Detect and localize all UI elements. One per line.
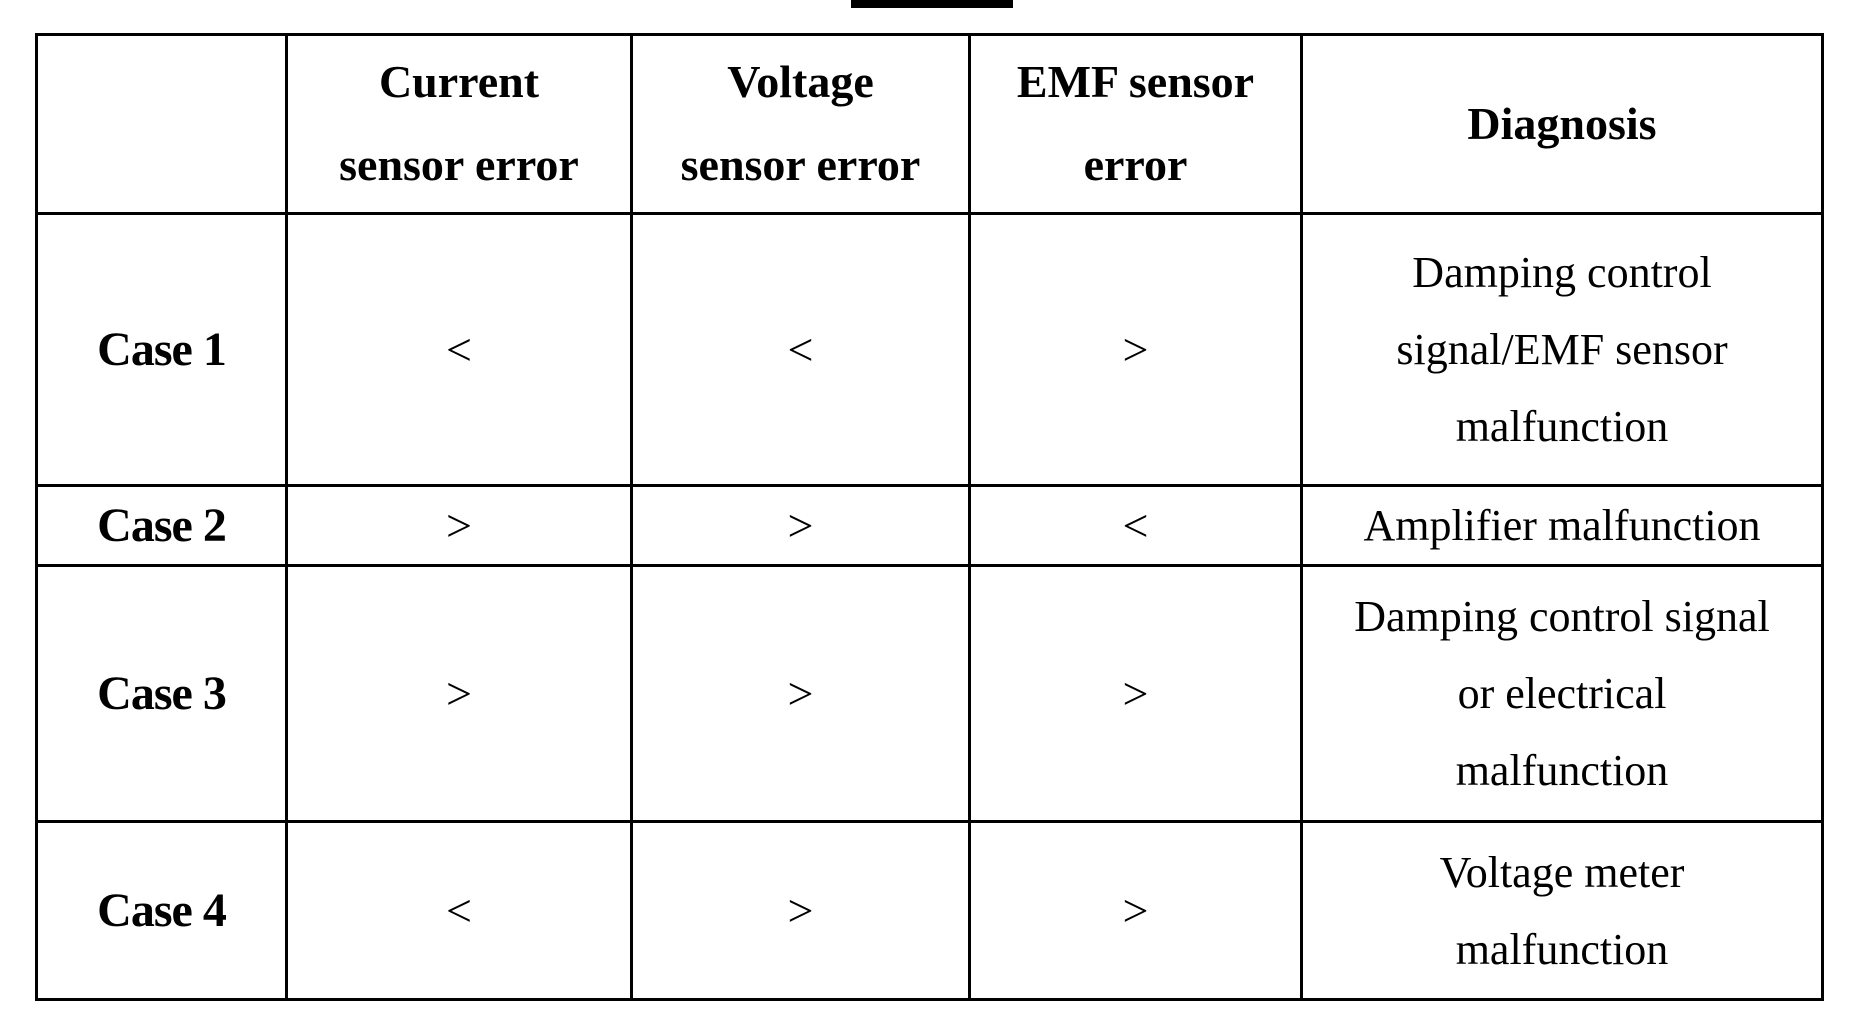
table-row-case-3: Case 3 > > > Damping control signal or e… [35, 564, 1824, 823]
relation-symbol: < [446, 324, 472, 375]
header-line: error [1083, 139, 1188, 190]
title-underline-bar [851, 0, 1013, 8]
header-line: sensor error [339, 139, 579, 190]
case-2-current-cell: > [285, 484, 633, 567]
case-3-current-cell: > [285, 564, 633, 823]
diagnosis-line: malfunction [1455, 746, 1669, 795]
header-row: Current sensor error Voltage sensor erro… [35, 33, 1824, 215]
case-4-current-cell: < [285, 820, 633, 1001]
header-cell-current-sensor-error: Current sensor error [285, 33, 633, 215]
diagnosis-line: malfunction [1455, 924, 1669, 974]
case-3-voltage-cell: > [630, 564, 971, 823]
header-line: Diagnosis [1467, 97, 1657, 149]
case-4-emf-cell: > [968, 820, 1303, 1001]
case-1-diagnosis-cell: Damping control signal/EMF sensor malfun… [1300, 212, 1824, 487]
relation-symbol: > [446, 500, 472, 551]
header-cell-diagnosis: Diagnosis [1300, 33, 1824, 215]
relation-symbol: < [446, 885, 472, 936]
case-1-emf-cell: > [968, 212, 1303, 487]
case-label: Case 2 [97, 499, 227, 552]
header-line: sensor error [680, 139, 921, 190]
diagnosis-line: Damping control [1412, 248, 1712, 297]
header-line: EMF sensor [1016, 56, 1255, 108]
case-2-voltage-cell: > [630, 484, 971, 567]
header-line: Voltage [727, 56, 874, 108]
case-3-label-cell: Case 3 [35, 564, 288, 823]
header-cell-emf-sensor-error: EMF sensor error [968, 33, 1303, 215]
relation-symbol: > [1122, 668, 1149, 719]
diagnosis-line: Damping control signal [1354, 592, 1770, 641]
stub-header-cell [35, 33, 288, 215]
relation-symbol: > [787, 668, 814, 719]
relation-symbol: > [787, 500, 814, 551]
relation-symbol: > [787, 885, 814, 936]
table-row-case-2: Case 2 > > < Amplifier malfunction [35, 484, 1824, 567]
relation-symbol: < [787, 324, 814, 375]
case-4-voltage-cell: > [630, 820, 971, 1001]
sensor-error-diagnosis-table: Current sensor error Voltage sensor erro… [35, 33, 1824, 1001]
case-2-emf-cell: < [968, 484, 1303, 567]
relation-symbol: > [1122, 885, 1149, 936]
case-1-current-cell: < [285, 212, 633, 487]
relation-symbol: > [446, 668, 472, 719]
case-label: Case 4 [97, 884, 227, 937]
diagnosis-line: Voltage meter [1439, 847, 1685, 897]
header-cell-voltage-sensor-error: Voltage sensor error [630, 33, 971, 215]
case-3-emf-cell: > [968, 564, 1303, 823]
table-row-case-4: Case 4 < > > Voltage meter malfunction [35, 820, 1824, 1001]
case-label: Case 1 [97, 323, 227, 376]
case-2-label-cell: Case 2 [35, 484, 288, 567]
header-line: Current [378, 56, 540, 108]
case-1-label-cell: Case 1 [35, 212, 288, 487]
diagnosis-line: malfunction [1455, 402, 1669, 451]
case-1-voltage-cell: < [630, 212, 971, 487]
diagnosis-line: signal/EMF sensor [1396, 325, 1728, 374]
relation-symbol: < [1122, 500, 1149, 551]
case-3-diagnosis-cell: Damping control signal or electrical mal… [1300, 564, 1824, 823]
relation-symbol: > [1122, 324, 1149, 375]
diagnosis-line: or electrical [1457, 669, 1667, 718]
case-2-diagnosis-cell: Amplifier malfunction [1300, 484, 1824, 567]
case-4-diagnosis-cell: Voltage meter malfunction [1300, 820, 1824, 1001]
case-label: Case 3 [97, 667, 227, 720]
case-4-label-cell: Case 4 [35, 820, 288, 1001]
diagnosis-line: Amplifier malfunction [1363, 501, 1761, 550]
table-row-case-1: Case 1 < < > Damping control signal/EMF … [35, 212, 1824, 487]
